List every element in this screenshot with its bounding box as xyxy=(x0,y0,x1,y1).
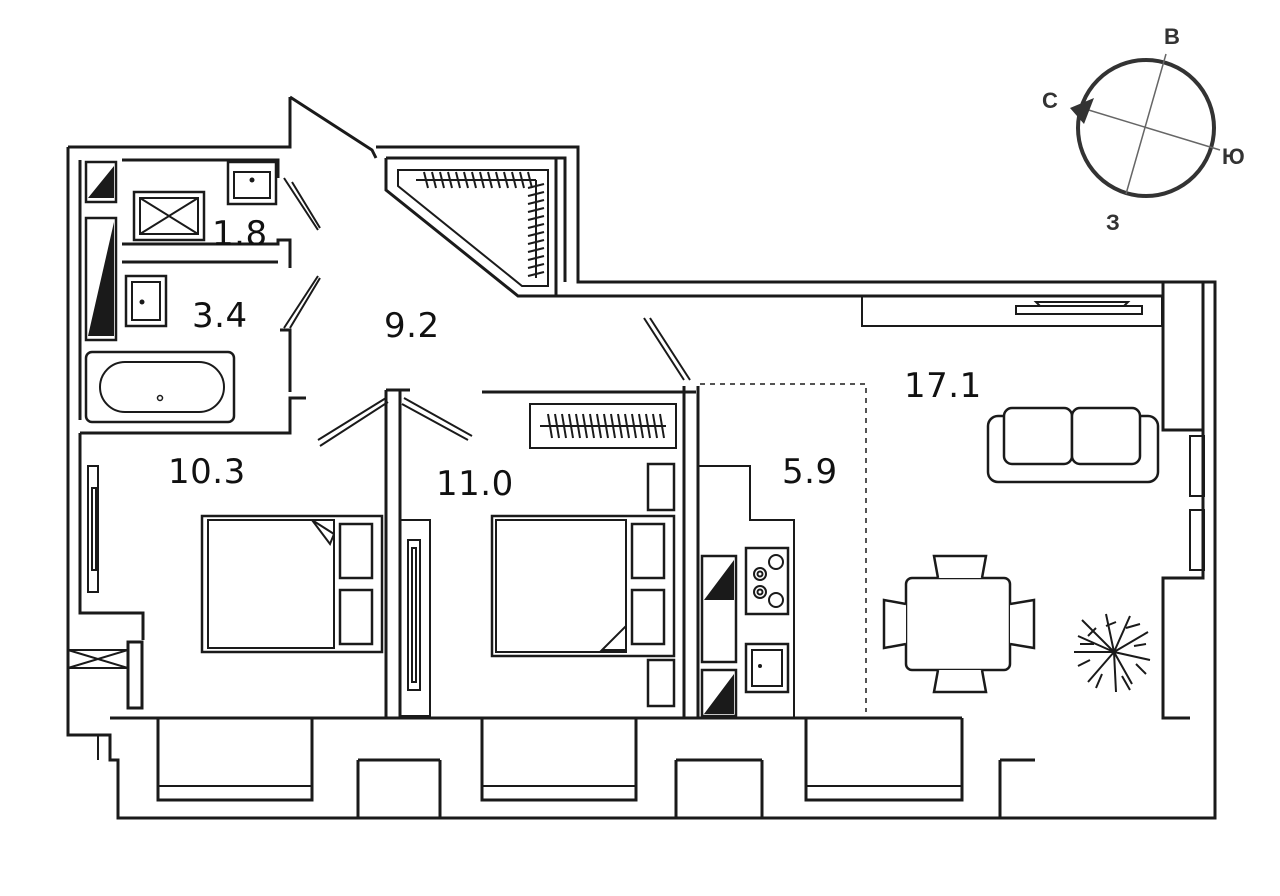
compass-label-west: З xyxy=(1106,210,1120,235)
kitchen-furniture xyxy=(700,383,867,718)
north-arrow-icon xyxy=(1070,98,1094,124)
outer-walls xyxy=(66,95,1217,820)
area-label-living-room: 17.1 xyxy=(904,366,982,406)
area-label-kitchen: 5.9 xyxy=(782,452,838,492)
bedroom-middle-furniture xyxy=(399,462,676,717)
compass-label-east: В xyxy=(1164,24,1180,49)
bedroom-left-furniture xyxy=(87,465,384,654)
compass-label-north: С xyxy=(1042,88,1058,113)
doors xyxy=(283,177,691,447)
area-label-bedroom-middle: 11.0 xyxy=(436,464,514,504)
area-label-bedroom-left: 10.3 xyxy=(168,452,246,492)
area-label-hallway: 9.2 xyxy=(384,306,440,346)
area-label-shower-room: 1.8 xyxy=(212,214,268,254)
living-room-furniture xyxy=(882,406,1205,694)
compass xyxy=(1070,53,1221,198)
closets xyxy=(416,179,1163,449)
hatch-lines xyxy=(423,171,665,439)
bathroom-fixtures xyxy=(84,160,278,424)
compass-label-south: Ю xyxy=(1222,144,1245,169)
area-label-bathroom: 3.4 xyxy=(192,296,248,336)
